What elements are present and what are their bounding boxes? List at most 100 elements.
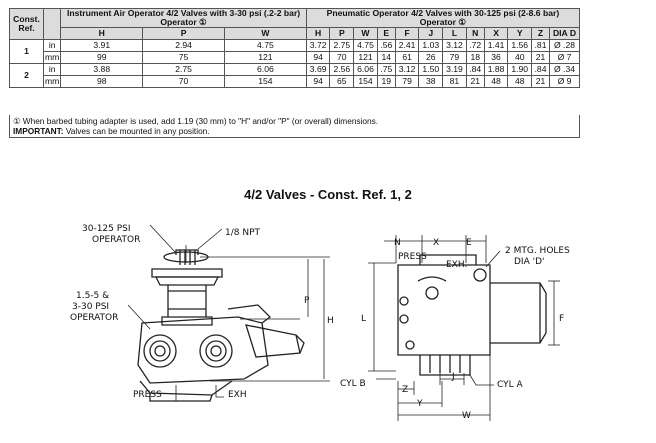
column-header-f: F <box>394 27 420 41</box>
dimensions-table: Const. Ref. Instrument Air Operator 4/2 … <box>9 7 581 89</box>
column-header-w: W <box>353 27 378 41</box>
dim-z-label: Z <box>402 385 408 395</box>
table-cell: 2.75 <box>329 39 355 53</box>
column-header-e: E <box>376 27 396 41</box>
table-cell: 6.06 <box>353 63 378 77</box>
table-cell: .75 <box>376 63 396 77</box>
dim-p-label: P <box>304 296 310 306</box>
table-cell: 3.88 <box>60 63 144 77</box>
table-cell: 1.41 <box>483 39 509 53</box>
const-ref-header: Const. Ref. <box>9 7 44 41</box>
table-cell: 21 <box>531 51 550 65</box>
pneumatic-operator-header: Pneumatic Operator 4/2 Valves with 30-12… <box>305 7 581 29</box>
important-text: Valves can be mounted in any position. <box>63 126 210 136</box>
table-cell: 48 <box>507 75 533 89</box>
dim-h-label: H <box>327 316 334 326</box>
table-cell: 48 <box>483 75 509 89</box>
column-header-h: H <box>60 27 144 41</box>
table-cell: Ø 7 <box>549 51 580 65</box>
dim-f-label: F <box>559 314 564 324</box>
table-cell: 4.75 <box>223 39 307 53</box>
table-notes: ① When barbed tubing adapter is used, ad… <box>9 115 580 138</box>
unit-cell: mm <box>42 51 62 65</box>
dim-y-label: Y <box>416 399 423 409</box>
instrument-operator-header: Instrument Air Operator 4/2 Valves with … <box>60 7 307 29</box>
table-cell: 3.91 <box>60 39 144 53</box>
table-cell: Ø 9 <box>549 75 580 89</box>
unit-header-spacer <box>42 7 62 28</box>
right-valve-view <box>397 254 547 376</box>
column-header-dia-d: DIA D <box>549 27 580 41</box>
table-cell: 40 <box>507 51 533 65</box>
table-cell: 21 <box>531 75 550 89</box>
unit-cell: mm <box>42 75 62 89</box>
column-header-x: X <box>483 27 509 41</box>
table-cell: 70 <box>329 51 355 65</box>
column-header-l: L <box>442 27 467 41</box>
table-cell: 3.72 <box>305 39 331 53</box>
left-dimension-lines <box>127 224 330 402</box>
table-cell: 121 <box>353 51 378 65</box>
table-cell: 36 <box>483 51 509 65</box>
dim-l-label: L <box>361 314 366 324</box>
label-cyl-b: CYL B <box>340 379 366 389</box>
table-cell: 2.56 <box>329 63 355 77</box>
label-exh-left: EXH <box>228 390 247 400</box>
important-label: IMPORTANT: <box>13 126 64 136</box>
table-cell: Ø .34 <box>549 63 580 77</box>
label-mtg-holes-line2: DIA 'D' <box>514 257 544 267</box>
table-cell: .72 <box>465 39 485 53</box>
table-cell: 61 <box>394 51 420 65</box>
label-exh-right: EXH. <box>446 260 467 270</box>
unit-cell: in <box>42 63 62 77</box>
table-cell: 26 <box>418 51 444 65</box>
dim-j-label: J <box>451 372 455 382</box>
table-cell: 65 <box>329 75 355 89</box>
table-cell: 6.06 <box>223 63 307 77</box>
table-cell: 3.19 <box>442 63 467 77</box>
table-cell: 79 <box>394 75 420 89</box>
table-cell: 94 <box>305 75 331 89</box>
label-1-8-npt: 1/8 NPT <box>225 228 261 238</box>
footnote-barbed-adapter: ① When barbed tubing adapter is used, ad… <box>13 116 379 126</box>
table-cell: 38 <box>418 75 444 89</box>
table-cell: .84 <box>531 63 550 77</box>
table-cell: 94 <box>305 51 331 65</box>
label-press-right: PRESS <box>398 252 427 262</box>
table-cell: 1.90 <box>507 63 533 77</box>
label-1-5-operator-line3: OPERATOR <box>70 313 118 323</box>
label-1-5-operator-line2: 3-30 PSI <box>72 302 109 312</box>
table-cell: 14 <box>376 51 396 65</box>
label-1-5-operator-line1: 1.5-5 & <box>76 291 109 301</box>
table-cell: 154 <box>223 75 307 89</box>
label-30-125-operator-line2: OPERATOR <box>92 235 140 245</box>
table-cell: 154 <box>353 75 378 89</box>
drawing-title: 4/2 Valves - Const. Ref. 1, 2 <box>244 187 412 202</box>
table-cell: 2.75 <box>142 63 225 77</box>
column-header-j: J <box>418 27 444 41</box>
column-header-h: H <box>305 27 331 41</box>
table-cell: 21 <box>465 75 485 89</box>
const-ref-2: 2 <box>9 63 44 89</box>
label-30-125-operator-line1: 30-125 PSI <box>82 224 131 234</box>
table-cell: 18 <box>465 51 485 65</box>
column-header-z: Z <box>531 27 550 41</box>
table-cell: 19 <box>376 75 396 89</box>
dim-x-label: X <box>433 238 439 248</box>
column-header-y: Y <box>507 27 533 41</box>
table-cell: 70 <box>142 75 225 89</box>
table-cell: 3.12 <box>394 63 420 77</box>
const-ref-1: 1 <box>9 39 44 65</box>
table-cell: .81 <box>531 39 550 53</box>
table-cell: 4.75 <box>353 39 378 53</box>
column-header-w: W <box>223 27 307 41</box>
table-cell: 75 <box>142 51 225 65</box>
table-cell: .84 <box>465 63 485 77</box>
table-cell: 1.88 <box>483 63 509 77</box>
table-cell: 1.50 <box>418 63 444 77</box>
label-cyl-a: CYL A <box>497 380 523 390</box>
table-cell: 121 <box>223 51 307 65</box>
table-cell: 1.56 <box>507 39 533 53</box>
table-cell: Ø .28 <box>549 39 580 53</box>
footnote-important: IMPORTANT: Valves can be mounted in any … <box>13 126 576 136</box>
